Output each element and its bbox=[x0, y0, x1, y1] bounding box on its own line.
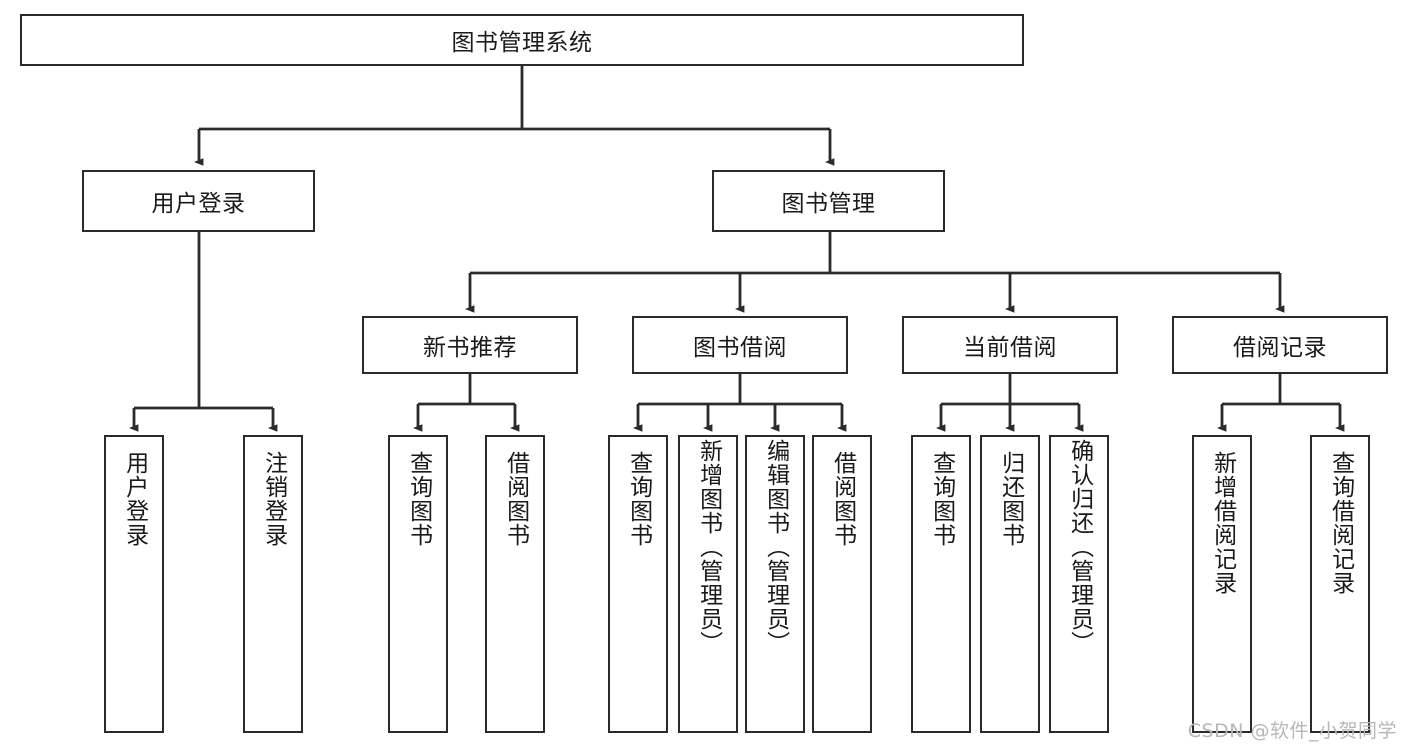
node-label: 查询借阅记录 bbox=[1327, 451, 1354, 595]
node-label: 图书管理 bbox=[781, 191, 876, 217]
leaf-current-confirm-return-admin[interactable]: 确认归还（管理员） bbox=[1049, 435, 1109, 733]
node-label: 用户登录 bbox=[151, 191, 246, 217]
node-label: 编辑图书（管理员） bbox=[762, 439, 789, 655]
leaf-recommend-query-book[interactable]: 查询图书 bbox=[388, 435, 448, 733]
watermark: CSDN @软件_小贺同学 bbox=[1187, 720, 1397, 742]
leaf-user-login-logout[interactable]: 注销登录 bbox=[243, 435, 303, 733]
leaf-current-query-book[interactable]: 查询图书 bbox=[911, 435, 971, 733]
leaf-borrow-add-book-admin[interactable]: 新增图书（管理员） bbox=[678, 435, 738, 733]
leaf-borrow-edit-book-admin[interactable]: 编辑图书（管理员） bbox=[745, 435, 805, 733]
leaf-recommend-borrow-book[interactable]: 借阅图书 bbox=[485, 435, 545, 733]
node-current-borrow[interactable]: 当前借阅 bbox=[902, 316, 1118, 374]
node-label: 查询图书 bbox=[625, 451, 652, 547]
node-user-login[interactable]: 用户登录 bbox=[82, 170, 315, 232]
node-label: 新增图书（管理员） bbox=[695, 439, 722, 655]
node-label: 归还图书 bbox=[997, 451, 1024, 547]
node-label: 查询图书 bbox=[928, 451, 955, 547]
node-book-management[interactable]: 图书管理 bbox=[712, 170, 945, 232]
node-label: 注销登录 bbox=[260, 451, 287, 547]
node-label: 新增借阅记录 bbox=[1209, 451, 1236, 595]
node-label: 借阅记录 bbox=[1233, 335, 1327, 361]
node-borrow-record[interactable]: 借阅记录 bbox=[1172, 316, 1388, 374]
node-label: 当前借阅 bbox=[963, 335, 1057, 361]
leaf-borrow-query-book[interactable]: 查询图书 bbox=[608, 435, 668, 733]
node-label: 图书管理系统 bbox=[451, 30, 593, 56]
leaf-user-login-login[interactable]: 用户登录 bbox=[104, 435, 164, 733]
leaf-record-query-record[interactable]: 查询借阅记录 bbox=[1310, 435, 1370, 733]
node-label: 确认归还（管理员） bbox=[1066, 439, 1093, 655]
node-label: 查询图书 bbox=[405, 451, 432, 547]
leaf-record-add-record[interactable]: 新增借阅记录 bbox=[1192, 435, 1252, 733]
node-label: 借阅图书 bbox=[829, 451, 856, 547]
node-root-system[interactable]: 图书管理系统 bbox=[20, 14, 1024, 66]
node-book-borrow[interactable]: 图书借阅 bbox=[632, 316, 848, 374]
leaf-current-return-book[interactable]: 归还图书 bbox=[980, 435, 1040, 733]
node-label: 用户登录 bbox=[121, 451, 148, 547]
node-new-book-recommend[interactable]: 新书推荐 bbox=[362, 316, 578, 374]
node-label: 新书推荐 bbox=[423, 335, 517, 361]
node-label: 图书借阅 bbox=[693, 335, 787, 361]
leaf-borrow-borrow-book[interactable]: 借阅图书 bbox=[812, 435, 872, 733]
node-label: 借阅图书 bbox=[502, 451, 529, 547]
